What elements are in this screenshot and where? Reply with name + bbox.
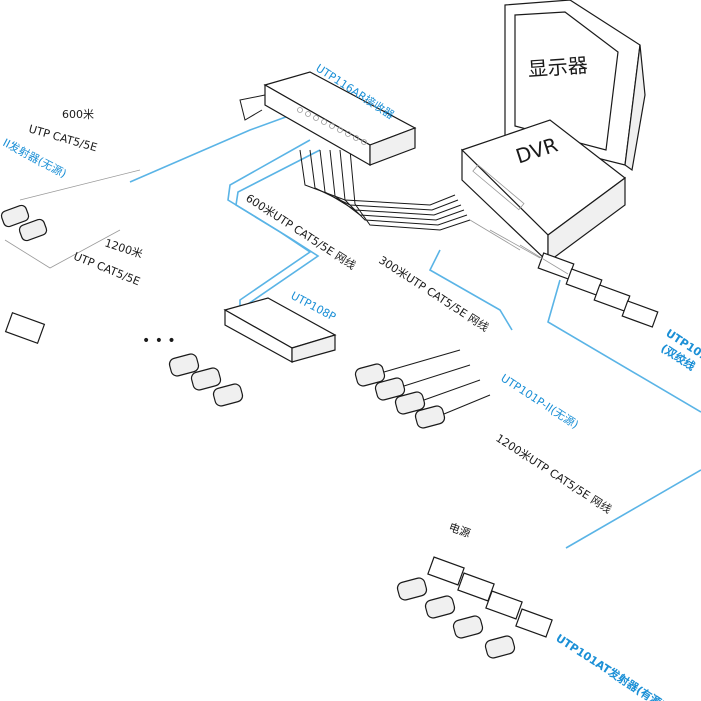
tx-group-right	[469, 219, 659, 328]
cable-bundle	[299, 149, 471, 231]
dvr: DVR	[460, 119, 626, 264]
cable300-label: 300米UTP CAT5/5E 网线	[376, 253, 491, 335]
camera-group-left	[0, 204, 48, 344]
camera-group-hub	[168, 353, 244, 407]
receiver-utp116ar: UTP116AR接收器	[239, 61, 417, 167]
tx-active-label: UTP101AT发射器(有源)	[553, 631, 668, 701]
camera-group-bottom	[396, 556, 553, 659]
monitor-label: 显示器	[527, 53, 589, 81]
cable600-left-dist: 600米	[62, 108, 94, 121]
ellipsis: • • •	[142, 333, 176, 349]
cable600-left-type: UTP CAT5/5E	[27, 122, 99, 154]
hub-utp108p: UTP108P	[223, 289, 338, 364]
cable600-mid-label: 600米UTP CAT5/5E 网线	[243, 191, 358, 273]
camera-group-mid	[354, 349, 491, 429]
cable1200-left-dist: 1200米	[103, 236, 144, 260]
cable1200-right-label: 1200米UTP CAT5/5E 网线	[493, 431, 614, 516]
tx-passive-mid-label: UTP101P-II(无源)	[498, 371, 581, 432]
power-label: 电源	[447, 520, 472, 541]
